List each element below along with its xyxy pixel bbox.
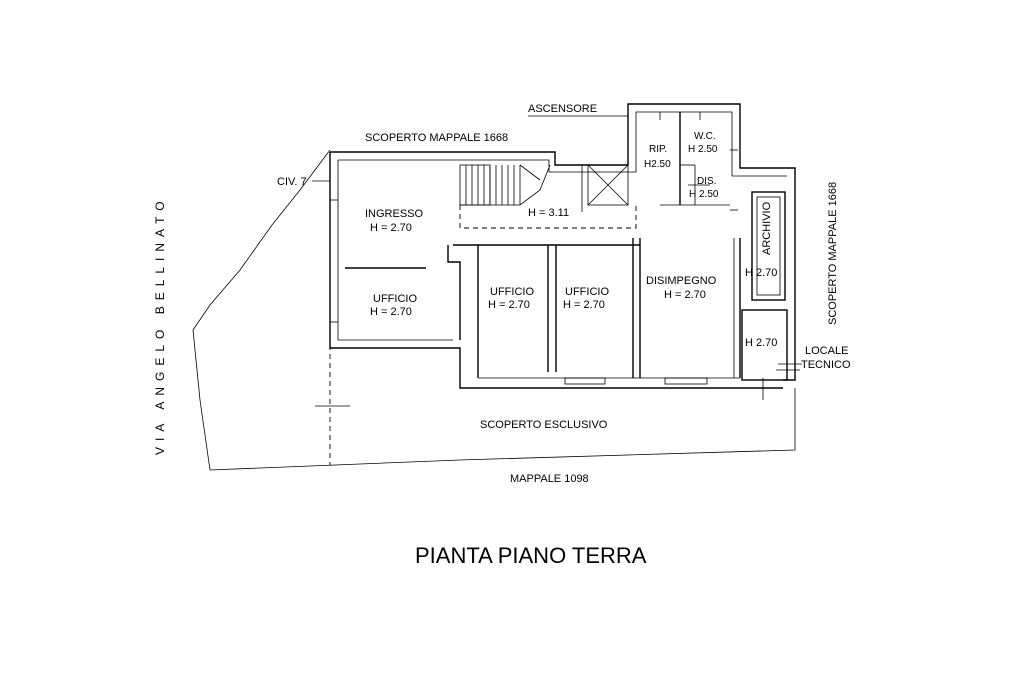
ufficio3-name: UFFICIO [565, 286, 609, 298]
page-title: PIANTA PIANO TERRA [415, 543, 647, 568]
disimpegno-height: H = 2.70 [664, 289, 706, 301]
wc-height: H 2.50 [688, 144, 718, 155]
ufficio2-name: UFFICIO [490, 286, 534, 298]
dis-height: H 2.50 [689, 189, 719, 200]
scoperto-esclusivo-label: SCOPERTO ESCLUSIVO [480, 419, 608, 431]
locale-label: LOCALE [805, 345, 848, 357]
tecnico-room-height: H 2.70 [745, 337, 777, 349]
stair-height: H = 3.11 [528, 207, 569, 219]
ascensore-label: ASCENSORE [528, 103, 597, 115]
ufficio1-height: H = 2.70 [370, 306, 412, 318]
rip-height: H2.50 [644, 159, 671, 170]
wc-name: W.C. [694, 131, 716, 142]
rip-name: RIP. [649, 144, 667, 155]
building-walls [329, 103, 800, 389]
civ-label: CIV. 7 [277, 176, 307, 188]
archivio-height: H 2.70 [745, 267, 777, 279]
ufficio3-height: H = 2.70 [563, 299, 605, 311]
ingresso-height: H = 2.70 [370, 222, 412, 234]
staircase [459, 164, 637, 229]
scoperto-right-label: SCOPERTO MAPPALE 1668 [827, 182, 839, 325]
mappale-1098-label: MAPPALE 1098 [510, 473, 589, 485]
lot-boundary [192, 149, 796, 471]
archivio-label: ARCHIVIO [761, 201, 773, 255]
disimpegno-name: DISIMPEGNO [646, 275, 717, 287]
tecnico-label: TECNICO [801, 359, 851, 371]
scoperto-top-label: SCOPERTO MAPPALE 1668 [365, 132, 508, 144]
dis-name: DIS. [697, 176, 716, 187]
ingresso-name: INGRESSO [365, 208, 424, 220]
street-label: VIA ANGELO BELLINATO [153, 195, 167, 455]
ufficio2-height: H = 2.70 [488, 299, 530, 311]
ufficio1-name: UFFICIO [373, 293, 417, 305]
